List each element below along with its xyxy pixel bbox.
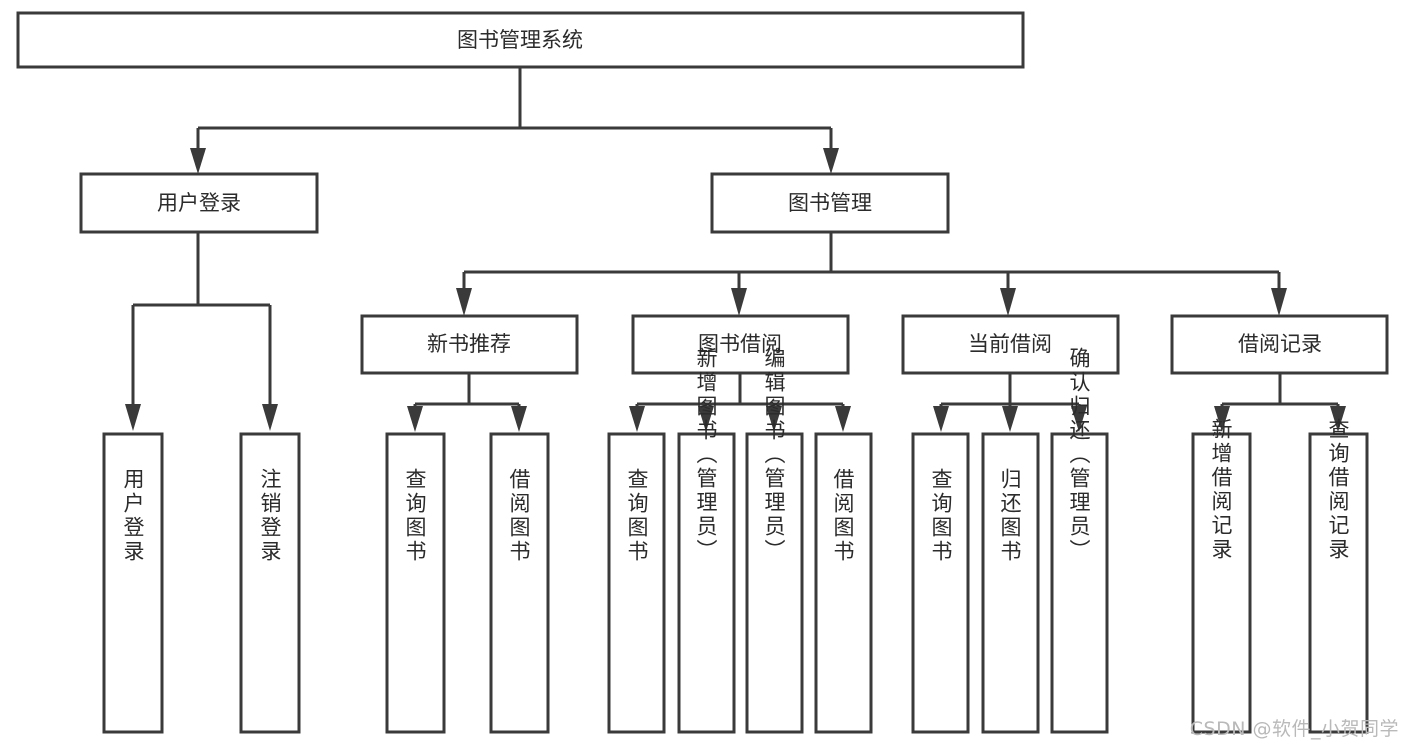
- arrow-to-leaf-query-book-3: [933, 406, 949, 432]
- leaf-borrow-book-2-box[interactable]: [814, 432, 873, 734]
- leaf-confirm-return[interactable]: 确认归还（管理员）: [1050, 347, 1109, 734]
- node-borrow-record-label: 借阅记录: [1238, 332, 1322, 356]
- leaf-borrow-book-1[interactable]: 借阅图书: [489, 432, 550, 734]
- leaf-query-book-3-box[interactable]: [911, 432, 970, 734]
- leaf-user-logout-label: 注销登录: [258, 468, 282, 564]
- leaf-add-book-box[interactable]: [677, 432, 736, 734]
- node-new-book-recommend-box[interactable]: [360, 314, 579, 375]
- arrow-to-leaf-add-book: [698, 406, 714, 432]
- leaf-query-record[interactable]: 查询借阅记录: [1308, 418, 1369, 734]
- arrow-to-leaf-return-book: [1002, 406, 1018, 432]
- node-root-label: 图书管理系统: [457, 28, 583, 52]
- arrow-to-new-book-recommend: [456, 288, 472, 316]
- arrow-to-leaf-add-record: [1214, 406, 1230, 432]
- leaf-query-book-3-label: 查询图书: [929, 468, 953, 564]
- arrow-to-book-manage: [823, 148, 839, 174]
- node-book-borrow[interactable]: 图书借阅: [631, 314, 850, 375]
- leaf-user-logout[interactable]: 注销登录: [239, 432, 301, 734]
- leaf-query-book-2-label: 查询图书: [625, 468, 649, 564]
- node-book-borrow-label: 图书借阅: [698, 332, 782, 356]
- leaf-confirm-return-box[interactable]: [1050, 432, 1109, 734]
- leaf-add-record[interactable]: 新增借阅记录: [1191, 418, 1252, 734]
- node-new-book-recommend[interactable]: 新书推荐: [360, 314, 579, 375]
- node-book-manage-label: 图书管理: [788, 191, 872, 215]
- leaf-add-book-label: 新增图书（管理员）: [694, 347, 718, 563]
- node-borrow-record-box[interactable]: [1170, 314, 1389, 375]
- arrow-to-leaf-borrow-book-1: [511, 406, 527, 432]
- leaf-query-book-2[interactable]: 查询图书: [607, 432, 666, 734]
- node-user-login-box[interactable]: [79, 172, 319, 234]
- node-book-manage-box[interactable]: [710, 172, 950, 234]
- leaf-borrow-book-1-box[interactable]: [489, 432, 550, 734]
- leaf-query-book-2-box[interactable]: [607, 432, 666, 734]
- node-current-borrow[interactable]: 当前借阅: [901, 314, 1120, 375]
- leaf-borrow-book-2[interactable]: 借阅图书: [814, 432, 873, 734]
- arrow-to-leaf-user-login: [125, 404, 141, 431]
- leaf-query-book-1-label: 查询图书: [403, 468, 427, 564]
- arrow-to-leaf-query-book-1: [407, 406, 423, 432]
- leaf-query-book-3[interactable]: 查询图书: [911, 432, 970, 734]
- connector-layer: [125, 67, 1346, 432]
- leaf-return-book-label: 归还图书: [998, 468, 1022, 564]
- leaf-add-book[interactable]: 新增图书（管理员）: [677, 347, 736, 734]
- leaf-return-book[interactable]: 归还图书: [981, 432, 1040, 734]
- arrow-to-leaf-query-record: [1330, 406, 1346, 432]
- leaf-user-logout-box[interactable]: [239, 432, 301, 734]
- node-book-manage[interactable]: 图书管理: [710, 172, 950, 234]
- leaf-add-record-label: 新增借阅记录: [1209, 418, 1233, 562]
- leaf-edit-book-label: 编辑图书（管理员）: [762, 347, 786, 563]
- node-current-borrow-box[interactable]: [901, 314, 1120, 375]
- leaf-edit-book[interactable]: 编辑图书（管理员）: [745, 347, 804, 734]
- leaf-query-book-1-box[interactable]: [385, 432, 446, 734]
- leaf-borrow-book-2-label: 借阅图书: [831, 468, 855, 564]
- node-current-borrow-label: 当前借阅: [968, 332, 1052, 356]
- node-borrow-record[interactable]: 借阅记录: [1170, 314, 1389, 375]
- node-root-box[interactable]: [16, 11, 1025, 69]
- leaf-borrow-book-1-label: 借阅图书: [507, 468, 531, 564]
- leaf-query-record-box[interactable]: [1308, 432, 1369, 734]
- csdn-watermark: CSDN @软件_小贺同学: [1189, 718, 1399, 740]
- arrow-to-leaf-confirm-return: [1071, 406, 1087, 432]
- arrow-to-leaf-user-logout: [262, 404, 278, 431]
- leaf-edit-book-box[interactable]: [745, 432, 804, 734]
- arrow-to-leaf-borrow-book-2: [835, 406, 851, 432]
- arrow-to-leaf-query-book-2: [629, 406, 645, 432]
- node-new-book-recommend-label: 新书推荐: [427, 332, 511, 356]
- arrow-to-book-borrow: [731, 288, 747, 316]
- leaf-add-record-box[interactable]: [1191, 432, 1252, 734]
- leaf-query-record-label: 查询借阅记录: [1326, 418, 1350, 562]
- arrow-to-user-login: [190, 148, 206, 174]
- leaf-user-login-label: 用户登录: [121, 468, 145, 564]
- node-root[interactable]: 图书管理系统: [16, 11, 1025, 69]
- leaf-confirm-return-label: 确认归还（管理员）: [1067, 347, 1091, 563]
- arrow-to-current-borrow: [1000, 288, 1016, 316]
- node-user-login-label: 用户登录: [157, 191, 241, 215]
- leaf-user-login-box[interactable]: [102, 432, 164, 734]
- leaf-user-login[interactable]: 用户登录: [102, 432, 164, 734]
- arrow-to-borrow-record: [1271, 288, 1287, 316]
- leaf-return-book-box[interactable]: [981, 432, 1040, 734]
- node-user-login[interactable]: 用户登录: [79, 172, 319, 234]
- leaf-query-book-1[interactable]: 查询图书: [385, 432, 446, 734]
- arrow-to-leaf-edit-book: [766, 406, 782, 432]
- node-book-borrow-box[interactable]: [631, 314, 850, 375]
